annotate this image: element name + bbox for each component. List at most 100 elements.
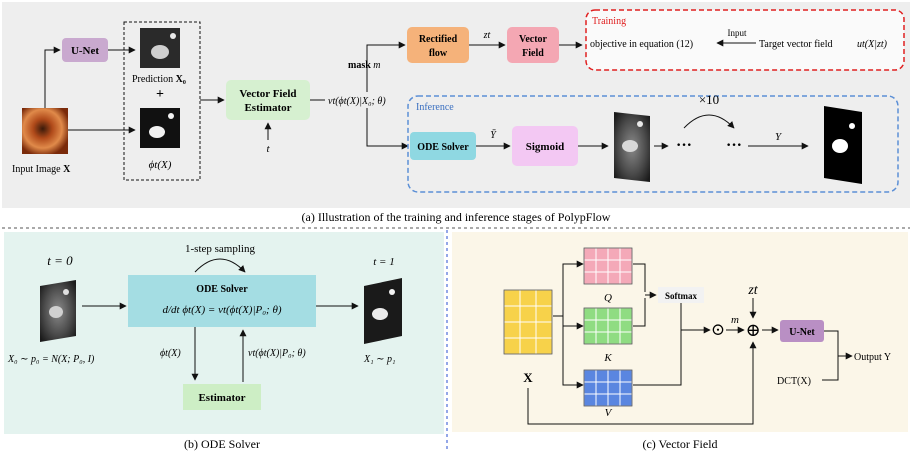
caption-c: (c) Vector Field <box>642 437 717 451</box>
qgrid-cell <box>607 271 621 285</box>
inference-box <box>407 95 899 193</box>
vgrid-border <box>583 369 633 407</box>
y-bar-label: Ȳ <box>490 129 497 141</box>
qgrid-cell <box>619 271 633 285</box>
xgrid-cell <box>503 289 521 307</box>
q-to-softmax-line <box>633 263 646 292</box>
ode-solver-b-block <box>128 275 316 327</box>
v-up-label: vt(ϕt(X)|P₀; θ) <box>248 348 306 359</box>
t1-label: t = 1 <box>373 256 394 268</box>
kgrid-cell <box>619 331 633 345</box>
xgrid-cell <box>535 289 553 307</box>
t-label: t <box>266 143 270 155</box>
dots-right: ··· <box>726 137 742 154</box>
kgrid-cell <box>607 307 621 321</box>
vgrid-cell <box>607 369 621 383</box>
v-grid <box>583 369 633 407</box>
vgrid-cell <box>595 369 609 383</box>
v-label: V <box>605 407 613 419</box>
vgrid-cell <box>619 369 633 383</box>
xgrid-cell <box>503 305 521 323</box>
odot-symbol: ⊙ <box>711 320 725 339</box>
kgrid-cell <box>595 331 609 345</box>
sigmoid-block <box>512 126 578 166</box>
ode-solver-label: ODE Solver <box>417 142 469 153</box>
vfe-line1: Vector Field <box>239 88 296 100</box>
one-step-label: 1-step sampling <box>185 243 255 255</box>
kgrid-cell <box>595 319 609 333</box>
arrow-input-to-unet <box>44 46 61 108</box>
y-label-a: Y <box>775 131 783 143</box>
qgrid-cell <box>595 259 609 273</box>
prediction-mask-image <box>140 28 180 68</box>
xgrid-cell <box>535 305 553 323</box>
intermediate-noisy-image <box>614 112 650 182</box>
xgrid-cell <box>535 337 553 355</box>
xgrid-cell <box>519 289 537 307</box>
unet-c-block <box>780 320 824 342</box>
arrow-x-to-v <box>553 315 584 389</box>
caption-b: (b) ODE Solver <box>184 437 260 451</box>
unet-output-line <box>824 330 839 356</box>
xgrid-cell <box>503 321 521 339</box>
plus-sign: + <box>156 87 164 102</box>
zt-label-c: zt <box>747 283 758 298</box>
phi-image <box>140 108 180 148</box>
x1-distribution: X₁ ∼ p₁ <box>363 354 395 365</box>
qgrid-cell <box>583 247 597 261</box>
t0-label: t = 0 <box>47 253 73 268</box>
xgrid-cell <box>535 321 553 339</box>
qgrid-cell <box>595 247 609 261</box>
qgrid-cell <box>583 271 597 285</box>
dct-line <box>822 356 839 381</box>
unet-block <box>62 38 108 62</box>
ode-equation: d/dt ϕt(X) = vt(ϕt(X)|P₀; θ) <box>162 304 281 316</box>
qgrid-cell <box>607 247 621 261</box>
input-image <box>22 108 68 154</box>
ode-solver-b-title: ODE Solver <box>196 284 248 295</box>
vgrid-cell <box>607 381 621 395</box>
mask-label: mask m <box>348 60 381 71</box>
vgrid-cell <box>619 393 633 407</box>
vgrid-cell <box>619 381 633 395</box>
ode-solver-block <box>410 132 476 160</box>
kgrid-border <box>583 307 633 345</box>
xgrid-border <box>503 289 553 355</box>
training-title: Training <box>592 16 626 27</box>
xgrid-cell <box>519 305 537 323</box>
prediction-label: Prediction X₀ <box>132 74 186 85</box>
kgrid-cell <box>607 319 621 333</box>
one-step-loop-arrow <box>194 258 246 273</box>
unet-label: U-Net <box>71 45 99 57</box>
objective-text: objective in equation (12) <box>590 39 693 50</box>
qgrid-cell <box>595 271 609 285</box>
times-ten-label: ×10 <box>699 92 719 107</box>
input-image-label: Input Image X <box>12 164 71 175</box>
vgrid-cell <box>583 381 597 395</box>
dct-label: DCT(X) <box>777 376 811 387</box>
vgrid-cell <box>607 393 621 407</box>
k-grid <box>583 307 633 345</box>
prediction-group-box <box>123 21 201 181</box>
vgrid-cell <box>583 369 597 383</box>
estimator-label: Estimator <box>198 392 245 404</box>
kgrid-cell <box>607 331 621 345</box>
sigmoid-label: Sigmoid <box>526 141 565 153</box>
vgrid-cell <box>595 381 609 395</box>
xgrid-cell <box>519 337 537 355</box>
vfe-line2: Estimator <box>244 102 291 114</box>
x-input-grid <box>503 289 553 355</box>
softmax-block <box>658 287 704 303</box>
x-label-c: X <box>523 370 533 385</box>
clean-end-image <box>364 278 402 344</box>
input-arrow-label: Input <box>728 28 747 38</box>
dots-left: ··· <box>676 137 692 154</box>
q-grid <box>583 247 633 285</box>
training-box <box>585 9 905 71</box>
vector-field-estimator-block <box>226 80 310 120</box>
qgrid-cell <box>619 259 633 273</box>
k-label: K <box>603 352 612 364</box>
estimator-block <box>183 384 261 410</box>
